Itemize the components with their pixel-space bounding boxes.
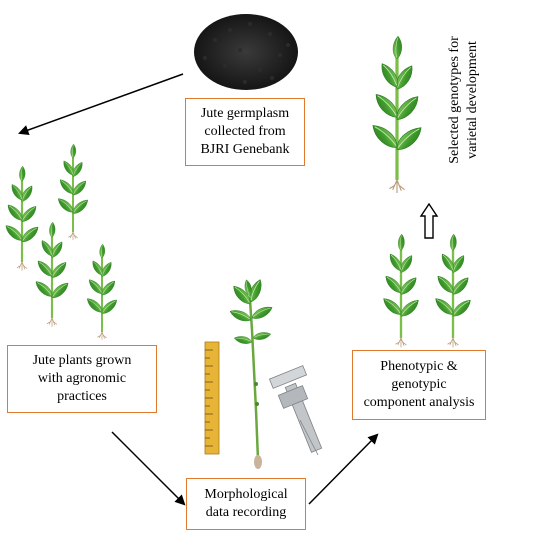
phenotypic-box: Phenotypic & genotypic component analysi…	[352, 350, 486, 420]
jute-plant-icon	[368, 36, 426, 193]
selected-genotypes-label: Selected genotypes for varietal developm…	[446, 0, 490, 200]
ruler-icon	[204, 341, 220, 455]
pheno-line-1: Phenotypic &	[380, 359, 458, 374]
caliper-icon	[268, 365, 323, 456]
pheno-line-2: genotypic	[391, 377, 447, 392]
germplasm-line-2: collected from	[204, 124, 286, 139]
arrow-to-phenotypic	[308, 433, 379, 505]
grown-line-3: practices	[57, 389, 107, 404]
plants-grown-box: Jute plants grown with agronomic practic…	[7, 345, 157, 413]
morph-line-2: data recording	[205, 505, 287, 520]
hollow-up-arrow-icon	[419, 202, 439, 239]
pheno-line-3: component analysis	[363, 395, 475, 410]
grown-line-2: with agronomic	[37, 371, 127, 386]
morph-line-1: Morphological	[204, 487, 288, 502]
selected-line-1: Selected genotypes for	[447, 36, 462, 164]
seed-pile-icon	[194, 14, 298, 90]
morphological-box: Morphological data recording	[186, 478, 306, 530]
germplasm-line-3: BJRI Genebank	[200, 142, 290, 157]
germplasm-line-1: Jute germplasm	[200, 106, 290, 121]
arrow-to-grown	[18, 73, 184, 136]
selected-line-2: varietal development	[465, 41, 480, 159]
germplasm-box: Jute germplasm collected from BJRI Geneb…	[185, 98, 305, 166]
jute-plant-icon	[380, 234, 474, 348]
grown-line-1: Jute plants grown	[32, 353, 132, 368]
arrow-to-morphological	[111, 431, 186, 506]
jute-plant-icon	[228, 277, 275, 469]
jute-plant-icon	[3, 144, 120, 340]
